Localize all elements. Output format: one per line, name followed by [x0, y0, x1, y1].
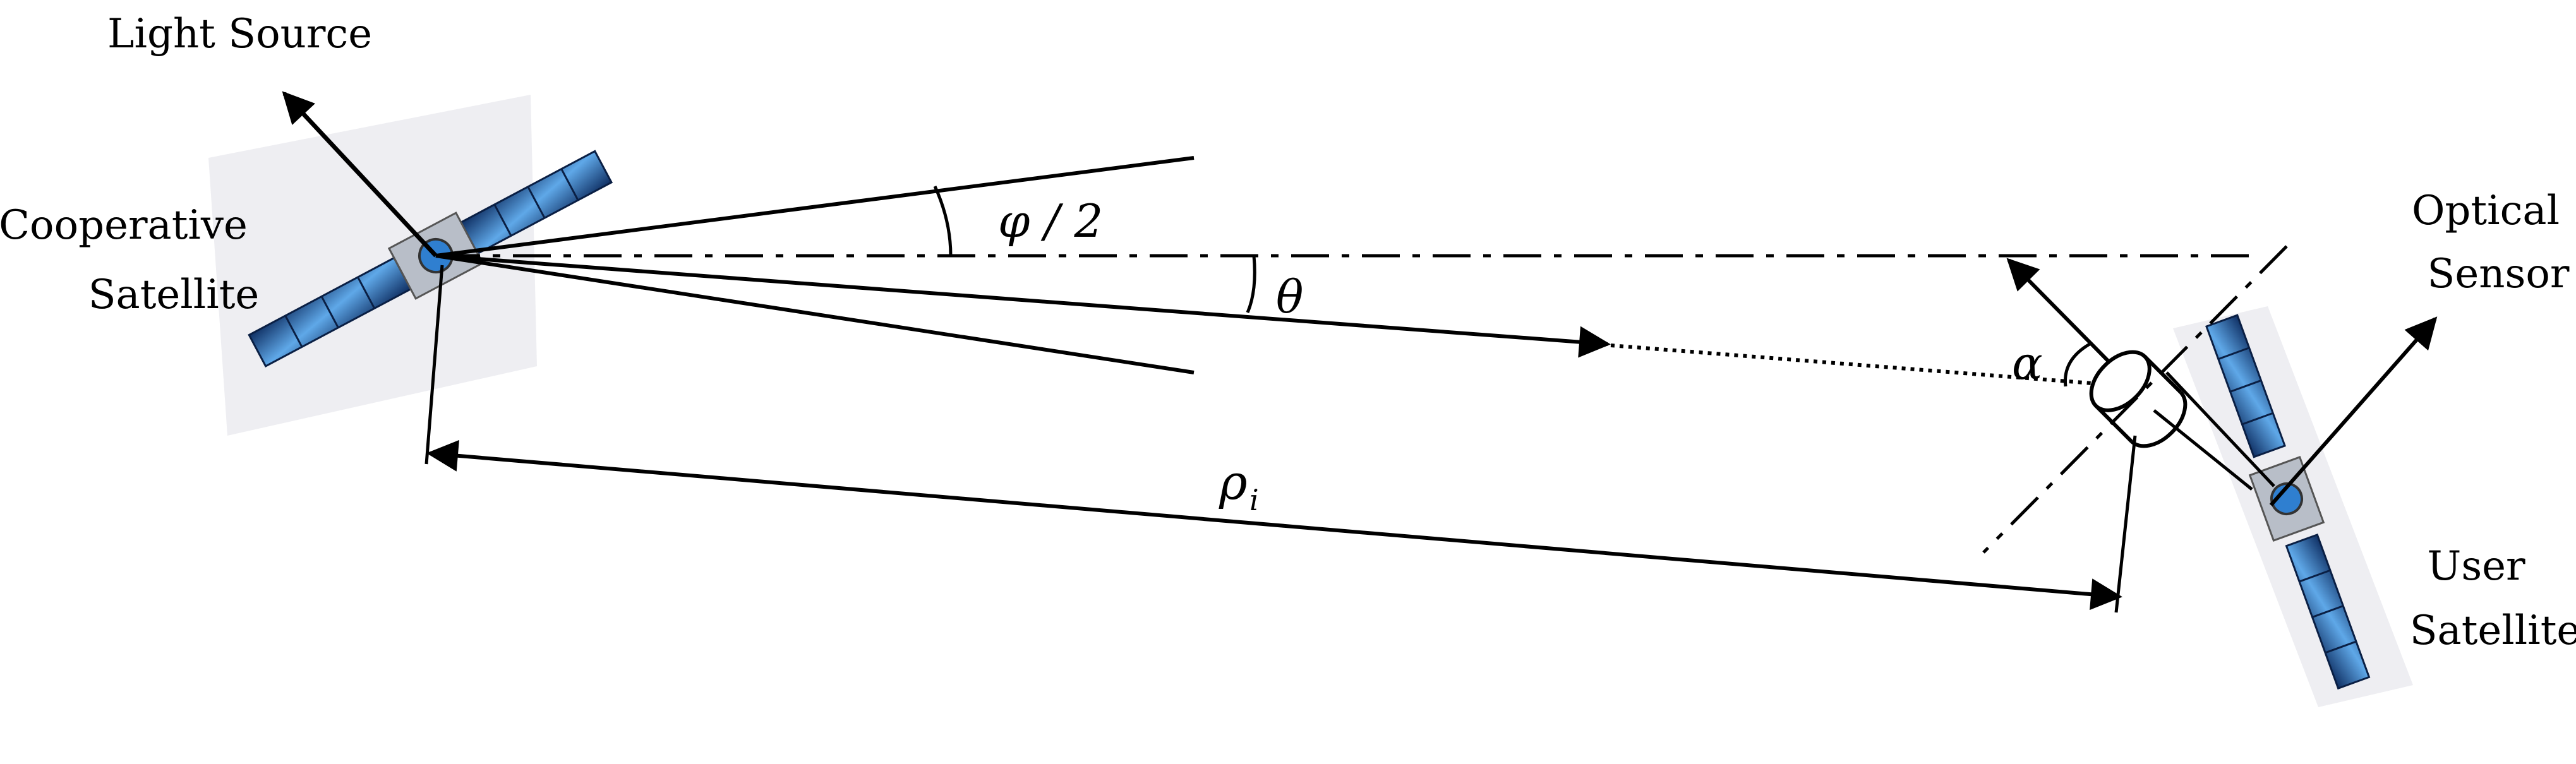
light-source-arrow	[282, 91, 438, 258]
beam-lower-edge	[435, 254, 1195, 374]
user-satellite-label-line1: User	[2427, 543, 2525, 590]
alpha-symbol: α	[2012, 337, 2043, 390]
distance-tick-left	[424, 265, 444, 465]
theta-arc	[1246, 255, 1256, 313]
beam-upper-edge	[435, 156, 1195, 258]
sensor-mount-line	[2165, 371, 2275, 487]
cooperative-label-line2: Satellite	[88, 272, 260, 318]
light-source-label: Light Source	[107, 11, 372, 57]
rho-subscript: i	[1249, 483, 1259, 517]
theta-symbol: θ	[1276, 270, 1303, 323]
optical-sensor-arrow	[2269, 316, 2438, 506]
alpha-arc	[2063, 342, 2091, 387]
user-satellite-label-line2: Satellite	[2410, 607, 2576, 654]
line-of-sight-arrow	[435, 254, 1611, 358]
user-satellite-image	[2173, 306, 2413, 707]
half-angle-symbol: φ / 2	[998, 194, 1103, 248]
sensor-mount-line	[2153, 409, 2253, 491]
distance-arrow	[426, 439, 2122, 611]
optical-sensor-label-line1: Optical	[2412, 188, 2560, 234]
distance-tick-right	[2114, 435, 2137, 613]
optical-sensor-label-line2: Sensor	[2428, 251, 2570, 297]
optical-sensor-device	[2089, 350, 2188, 448]
cooperative-label-line1: Cooperative	[0, 202, 248, 249]
half-angle-arc	[933, 185, 953, 256]
rho-symbol: ρ	[1219, 454, 1248, 510]
